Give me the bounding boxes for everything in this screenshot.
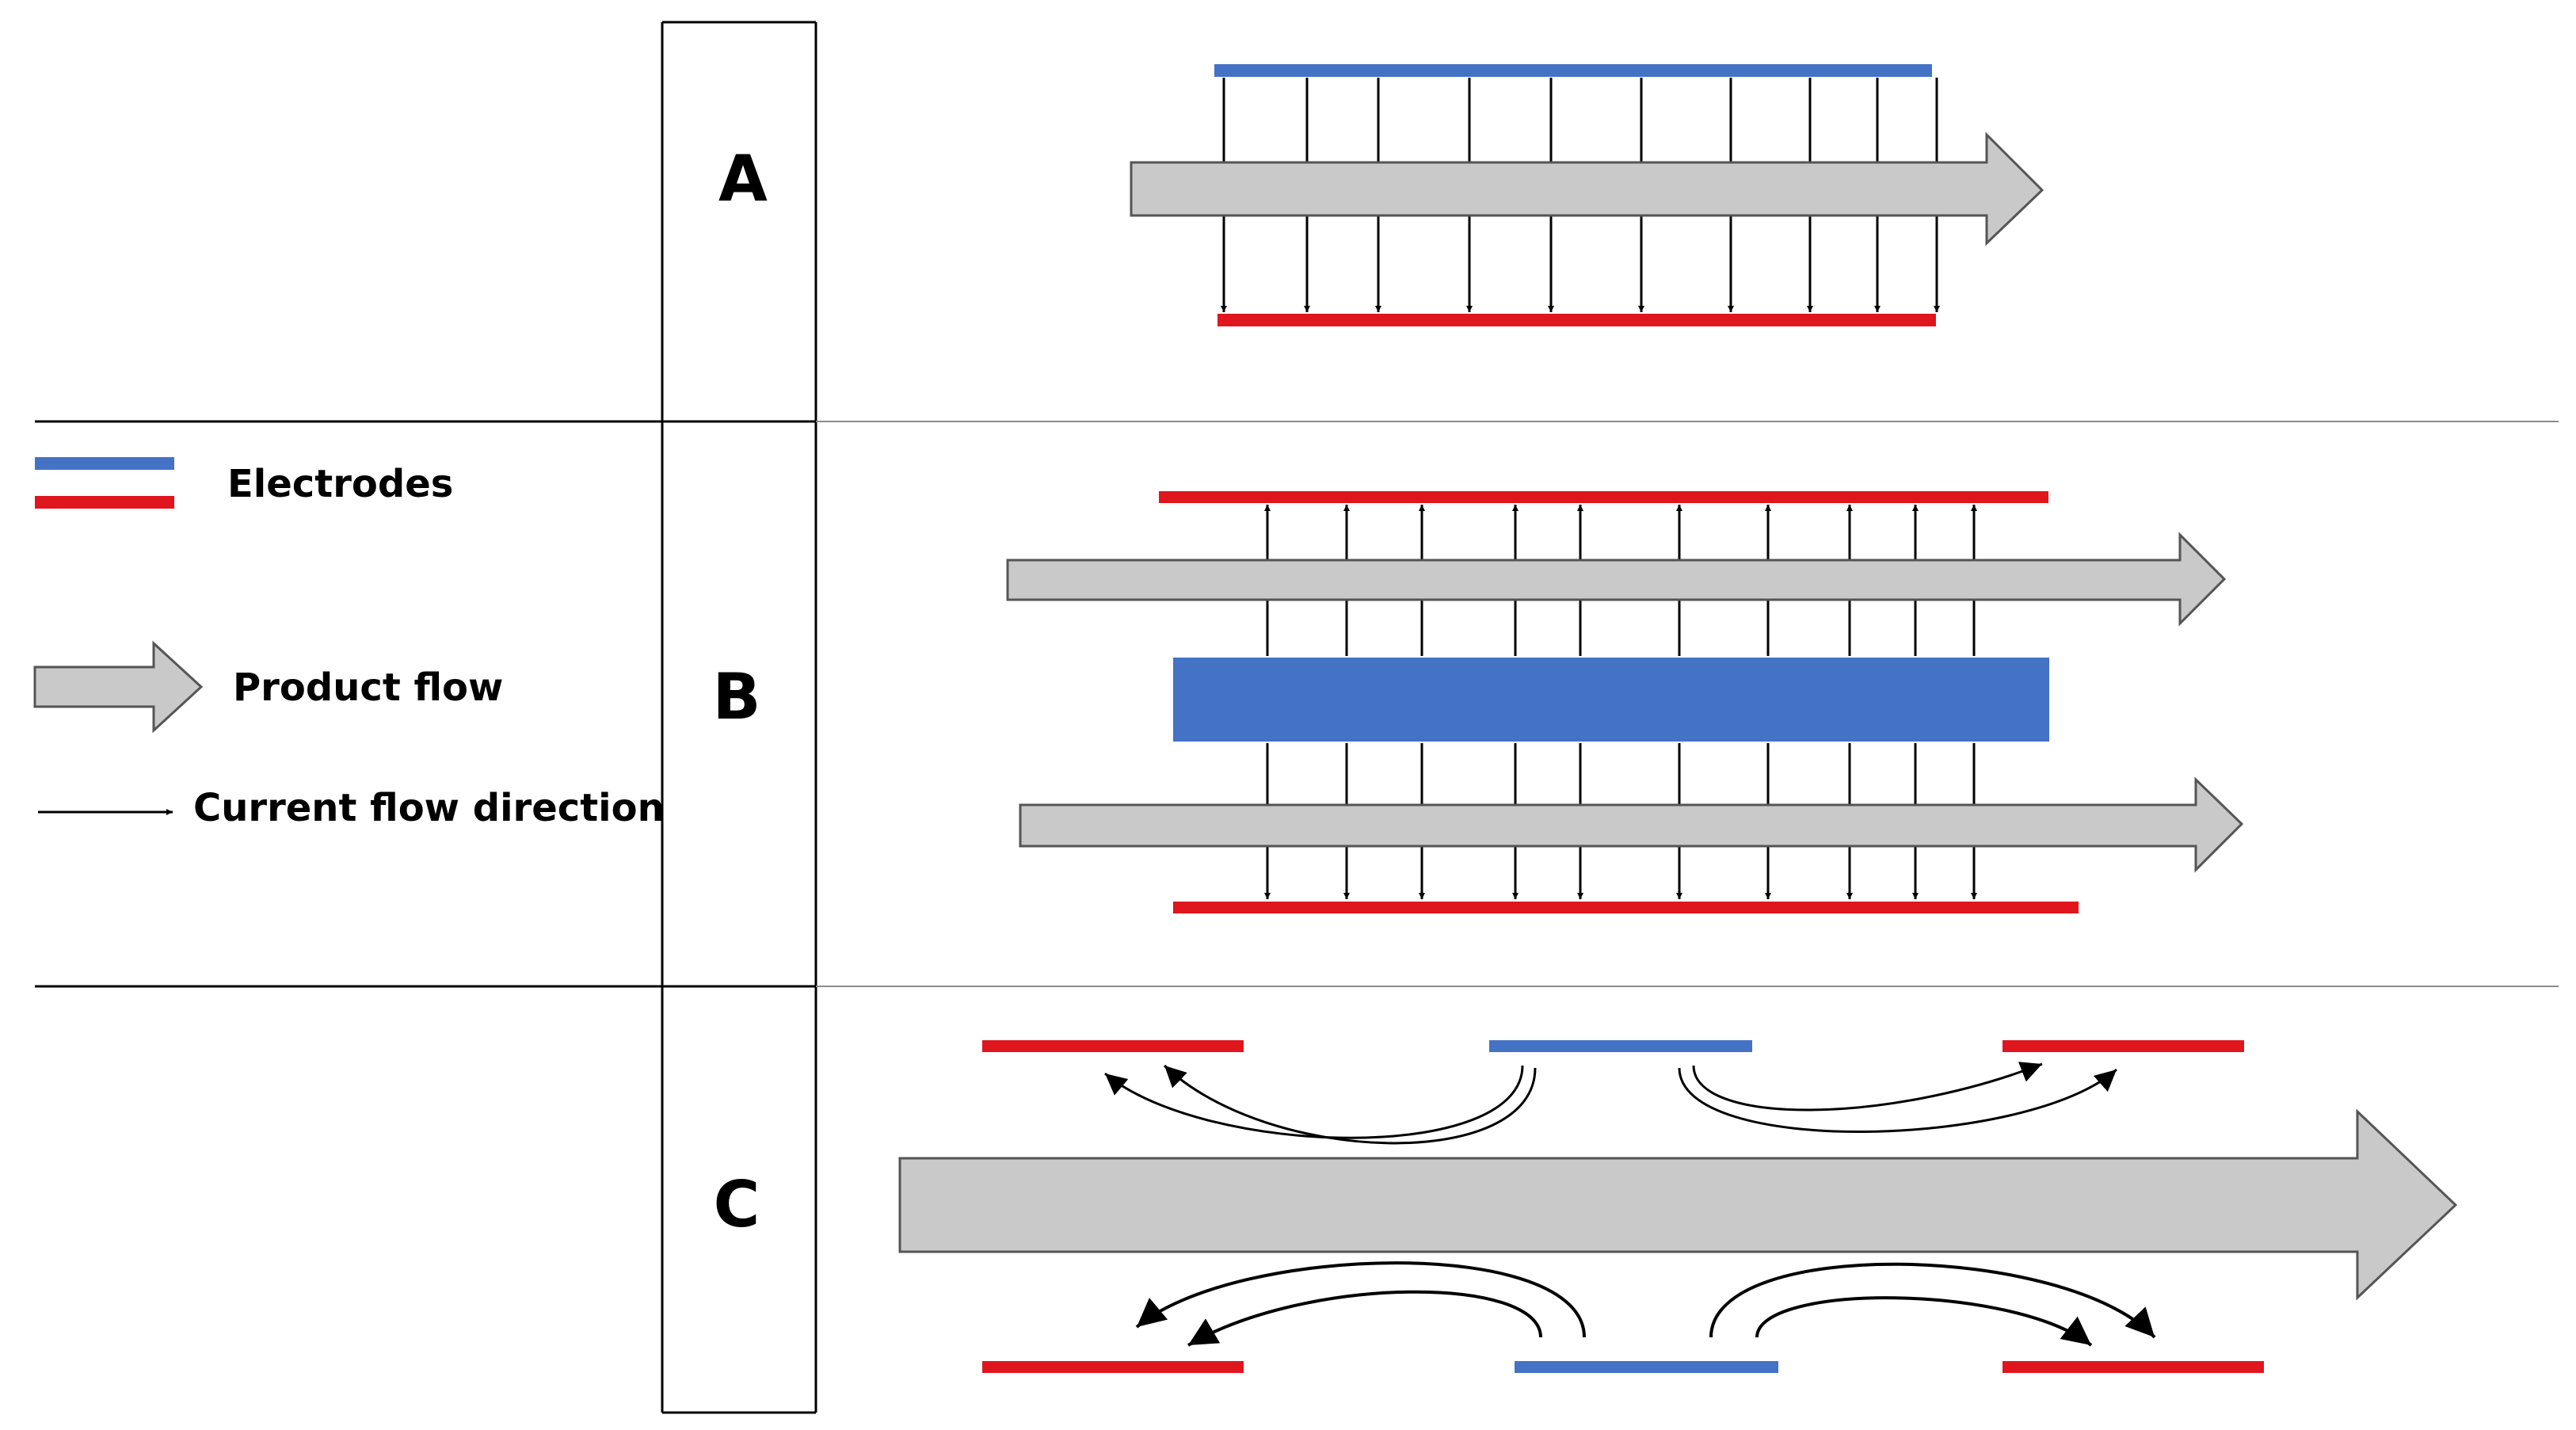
- panel-c-bottom-center-electrode-blue: [1515, 1361, 1778, 1373]
- legend-product-flow-label: Product flow: [233, 665, 503, 710]
- panel-c-top-right-electrode-red: [2002, 1040, 2244, 1052]
- legend-current-flow-label: Current flow direction: [193, 786, 665, 830]
- panel-c-top-right-inner-arc: [1692, 1062, 2043, 1112]
- panel-c-diagram: [898, 1040, 2458, 1373]
- diagram-frame: [35, 21, 2559, 1414]
- panel-c-bottom-right-inner-arc: [1755, 1296, 2093, 1347]
- panel-b-center-electrode-blue: [1173, 658, 2049, 742]
- legend-electrodes-label: Electrodes: [227, 462, 453, 506]
- panel-c-bottom-left-electrode-red: [982, 1361, 1244, 1373]
- panel-label-c: C: [714, 1168, 760, 1241]
- electrode-legend-red-swatch: [35, 496, 174, 509]
- panel-label-a: A: [718, 142, 768, 215]
- panel-b-diagram: [1006, 491, 2244, 913]
- legend: Electrodes Product flow Current flow dir…: [33, 457, 665, 830]
- panel-c-top-current-arcs: [1104, 1062, 2117, 1145]
- panel-b-lower-product-flow-arrow: [1019, 776, 2244, 873]
- panel-c-bottom-right-outer-arc: [1709, 1262, 2156, 1339]
- panel-c-top-center-electrode-blue: [1489, 1040, 1752, 1052]
- panel-a-diagram: [1130, 64, 2044, 326]
- panel-b-top-electrode-red: [1159, 491, 2048, 503]
- panel-c-top-left-electrode-red: [982, 1040, 1244, 1052]
- panel-a-bottom-electrode-red: [1218, 314, 1936, 326]
- panel-c-top-left-inner-arc: [1163, 1064, 1537, 1145]
- panel-b-upper-product-flow-arrow: [1006, 532, 2227, 627]
- panel-label-b: B: [713, 660, 761, 734]
- panel-a-top-electrode-blue: [1214, 64, 1932, 77]
- panel-c-bottom-left-outer-arc: [1135, 1261, 1586, 1338]
- panel-b-bottom-electrode-red: [1173, 902, 2079, 913]
- panel-c-bottom-right-electrode-red: [2002, 1361, 2264, 1373]
- product-flow-legend-arrow-icon: [33, 640, 204, 734]
- panel-c-bottom-current-arcs: [1135, 1261, 2156, 1347]
- panel-c-top-left-outer-arc: [1104, 1065, 1524, 1139]
- panel-c-top-right-outer-arc: [1678, 1067, 2117, 1134]
- panel-c-bottom-left-inner-arc: [1187, 1290, 1542, 1347]
- panel-c-product-flow-arrow: [898, 1108, 2458, 1301]
- panel-a-product-flow-arrow: [1130, 132, 2044, 246]
- electrode-legend-blue-swatch: [35, 457, 174, 470]
